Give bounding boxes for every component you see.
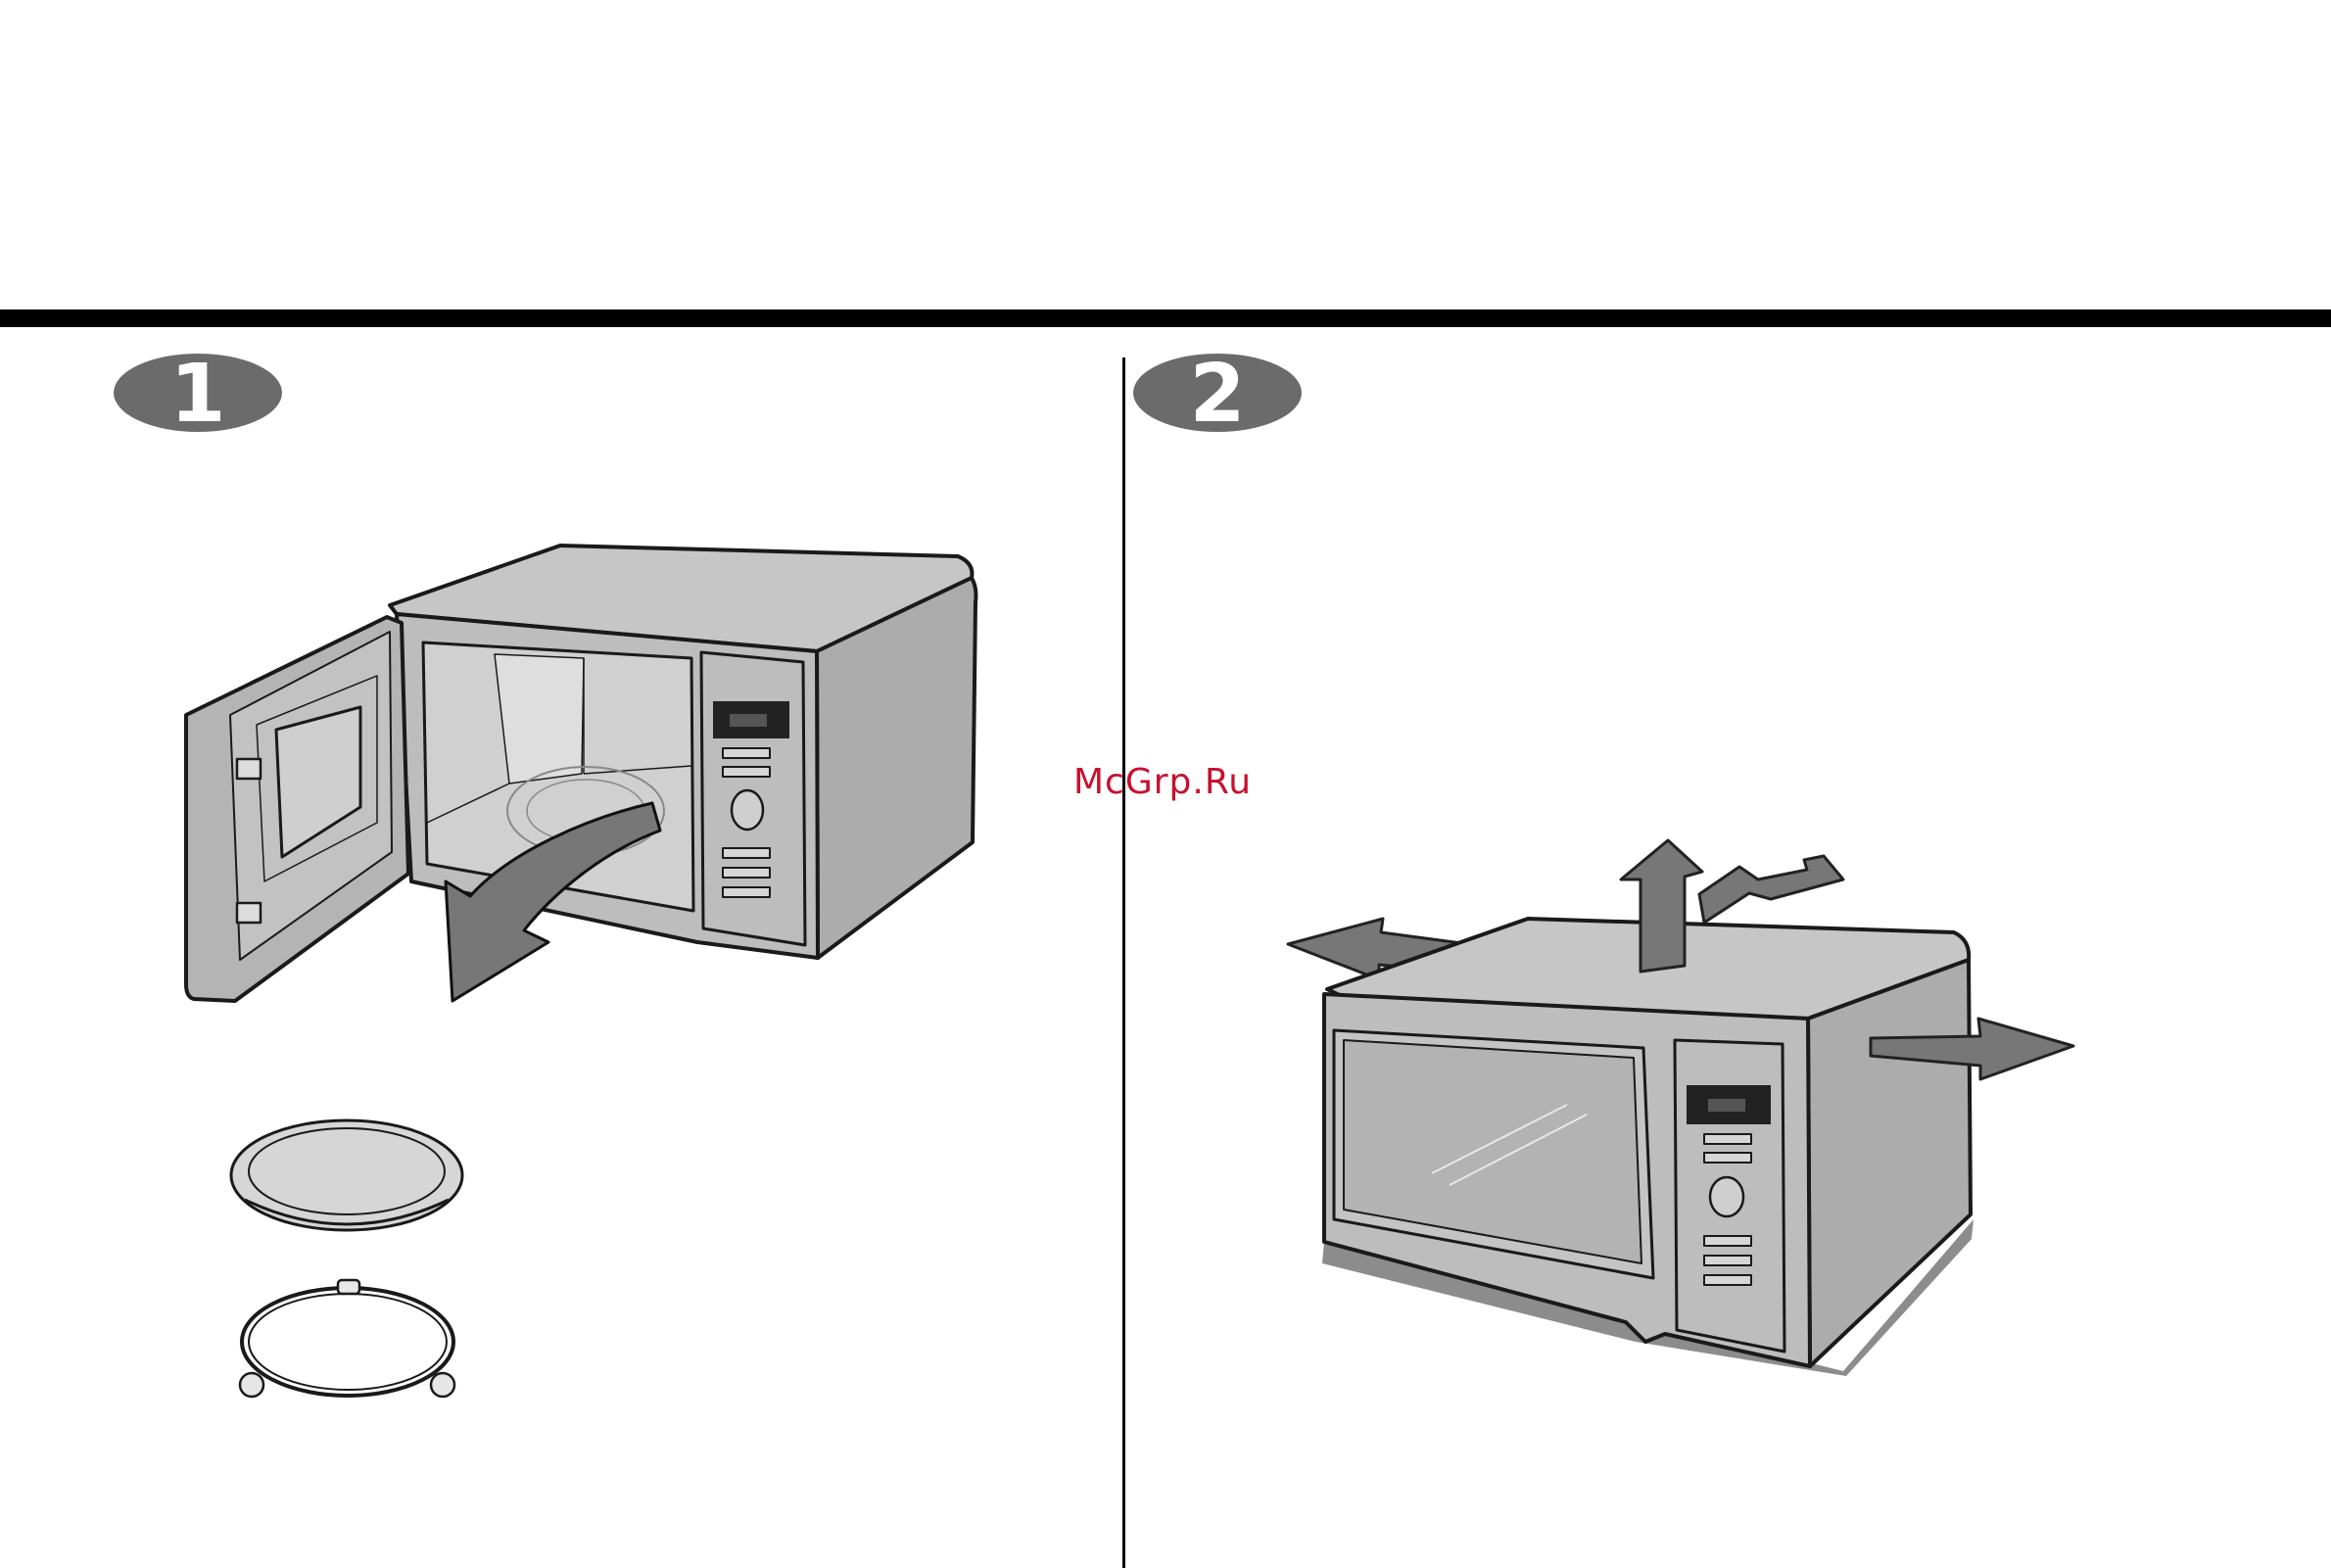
display-readout — [730, 714, 767, 727]
roller-wheel-icon — [338, 1280, 359, 1294]
open-microwave-illustration — [186, 546, 976, 1001]
panel-key — [723, 868, 770, 878]
roller-ring-illustration — [240, 1280, 454, 1397]
panel-key — [1704, 1256, 1751, 1265]
door-latch — [237, 759, 261, 779]
panel-key — [723, 887, 770, 897]
glass-tray-illustration — [231, 1120, 462, 1230]
roller-wheel-icon — [431, 1373, 454, 1397]
column-divider — [1122, 357, 1125, 1568]
roller-ring-inner — [249, 1294, 447, 1390]
panel-key — [1704, 1153, 1751, 1163]
dial-knob — [732, 790, 763, 830]
panel-key — [1704, 1236, 1751, 1246]
closed-microwave-illustration — [1288, 840, 2073, 1376]
display-readout — [1708, 1099, 1745, 1112]
step-2-number: 2 — [1189, 348, 1245, 441]
microwave-side — [1808, 960, 1971, 1366]
roller-ring-icon — [242, 1288, 453, 1396]
step-2-badge: 2 — [1133, 348, 1302, 441]
header-rule — [0, 309, 2331, 327]
panel-key — [1704, 1275, 1751, 1285]
cavity-back-wall — [495, 654, 584, 784]
panel-key — [723, 848, 770, 858]
step-1-number: 1 — [169, 348, 225, 441]
panel-key — [723, 767, 770, 777]
panel-key — [1704, 1134, 1751, 1144]
door-latch — [237, 903, 261, 923]
panel-key — [723, 748, 770, 758]
watermark-text: McGrp.Ru — [1073, 762, 1252, 802]
roller-wheel-icon — [240, 1373, 263, 1397]
vent-arrow-back-icon — [1699, 856, 1843, 923]
dial-knob — [1710, 1177, 1743, 1216]
step-1-badge: 1 — [114, 348, 282, 441]
